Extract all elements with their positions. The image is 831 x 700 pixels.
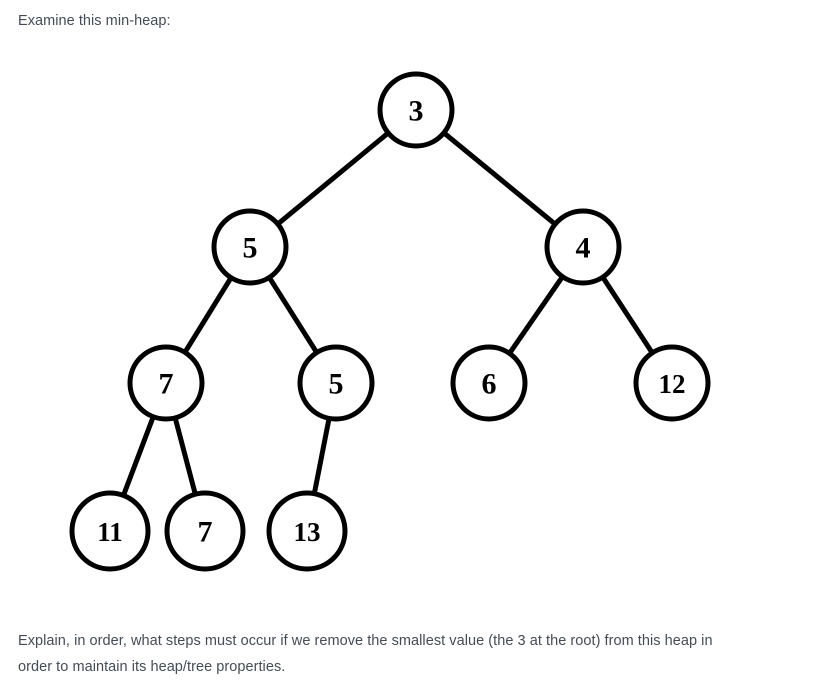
- heap-tree-svg: 3 5 4 7 5 6 12 11 7 13: [69, 71, 711, 572]
- node-value-label: 3: [409, 95, 424, 128]
- node-value-label: 5: [243, 232, 258, 265]
- tree-node-n9: 13: [266, 490, 348, 572]
- node-circle: [266, 490, 348, 572]
- node-value-label: 11: [97, 517, 123, 547]
- node-value-label: 6: [482, 368, 497, 401]
- tree-edge-4-to-12: [599, 273, 656, 357]
- node-value-label: 13: [294, 517, 321, 547]
- node-circle: [211, 208, 289, 286]
- tree-edge-4-to-6: [506, 273, 566, 357]
- tree-node-n6: 12: [633, 344, 711, 422]
- tree-edge-5-to-7: [181, 274, 235, 356]
- tree-edge-5-to-13: [311, 414, 332, 498]
- tree-node-n2: 4: [544, 208, 622, 286]
- node-circle: [633, 344, 711, 422]
- tree-node-n4: 5: [297, 344, 375, 422]
- node-layer: 3 5 4 7 5 6 12 11 7 13: [69, 71, 711, 572]
- tree-edge-3-to-5: [274, 129, 392, 228]
- tree-node-n8: 7: [164, 490, 246, 572]
- tree-node-n3: 7: [127, 344, 205, 422]
- min-heap-diagram: 3 5 4 7 5 6 12 11 7 13: [0, 48, 831, 618]
- node-value-label: 7: [198, 516, 213, 549]
- intro-text: Examine this min-heap:: [18, 13, 171, 29]
- node-circle: [69, 490, 151, 572]
- tree-edge-7-to-11: [120, 413, 157, 499]
- tree-node-n0: 3: [377, 71, 455, 149]
- tree-edge-3-to-4: [440, 129, 559, 228]
- node-value-label: 12: [659, 369, 686, 399]
- node-circle: [127, 344, 205, 422]
- node-value-label: 4: [576, 232, 591, 265]
- node-circle: [164, 490, 246, 572]
- question-text: Explain, in order, what steps must occur…: [18, 633, 713, 675]
- node-value-label: 7: [159, 368, 174, 401]
- node-value-label: 5: [329, 368, 344, 401]
- tree-node-n7: 11: [69, 490, 151, 572]
- tree-edge-7-to-7: [172, 414, 199, 498]
- node-circle: [544, 208, 622, 286]
- tree-edge-5-to-5: [266, 274, 320, 356]
- node-circle: [450, 344, 528, 422]
- node-circle: [377, 71, 455, 149]
- tree-node-n5: 6: [450, 344, 528, 422]
- edge-layer: [120, 129, 656, 499]
- tree-node-n1: 5: [211, 208, 289, 286]
- node-circle: [297, 344, 375, 422]
